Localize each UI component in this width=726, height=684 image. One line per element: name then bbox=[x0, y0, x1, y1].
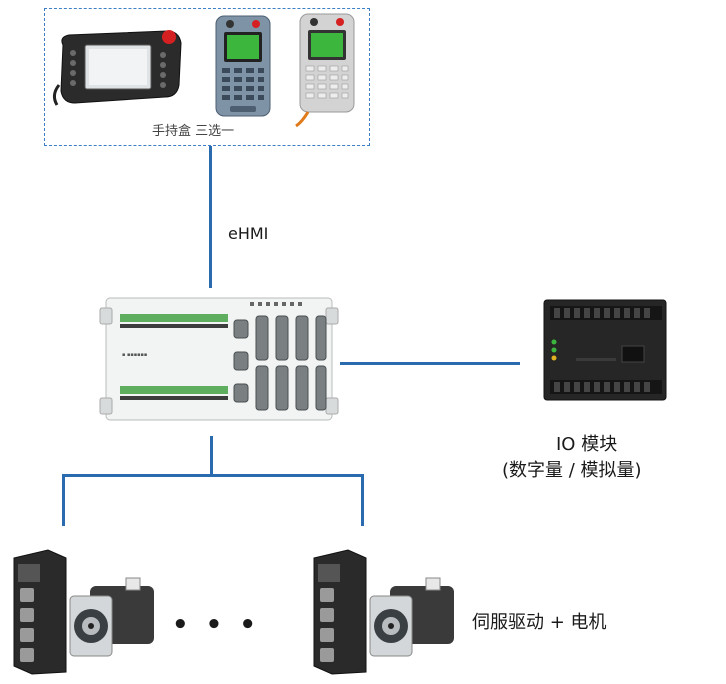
servo-trunk-line bbox=[210, 436, 213, 476]
controller-image: ▪ ▪▪▪▪▪▪ bbox=[99, 297, 339, 421]
estop-icon bbox=[162, 30, 176, 44]
svg-text:▪ ▪▪▪▪▪▪: ▪ ▪▪▪▪▪▪ bbox=[122, 352, 147, 358]
io-module-image bbox=[543, 299, 667, 401]
pendant-grey-image bbox=[295, 13, 355, 128]
servo-drive-image-1 bbox=[13, 549, 67, 675]
pendant-landscape-image bbox=[52, 30, 182, 106]
servo-drive-image-2 bbox=[313, 549, 367, 675]
servo-label: 伺服驱动 + 电机 bbox=[472, 612, 607, 633]
pendant-blue-image bbox=[215, 15, 271, 117]
io-module-subtitle: (数字量 / 模拟量) bbox=[502, 460, 642, 481]
pendant-group-caption: 手持盒 三选一 bbox=[152, 124, 235, 139]
servo-left-drop-line bbox=[62, 474, 65, 526]
pendant-group-box bbox=[44, 8, 370, 146]
servo-bus-line bbox=[62, 474, 364, 477]
io-link-line bbox=[340, 362, 520, 365]
ehmi-label: eHMI bbox=[228, 224, 269, 243]
io-module-title: IO 模块 bbox=[556, 434, 618, 455]
servo-ellipsis: • • • bbox=[172, 610, 260, 640]
servo-motor-image-2 bbox=[369, 577, 454, 657]
servo-motor-image-1 bbox=[69, 577, 154, 657]
servo-right-drop-line bbox=[361, 474, 364, 526]
ehmi-link-line bbox=[209, 146, 212, 288]
